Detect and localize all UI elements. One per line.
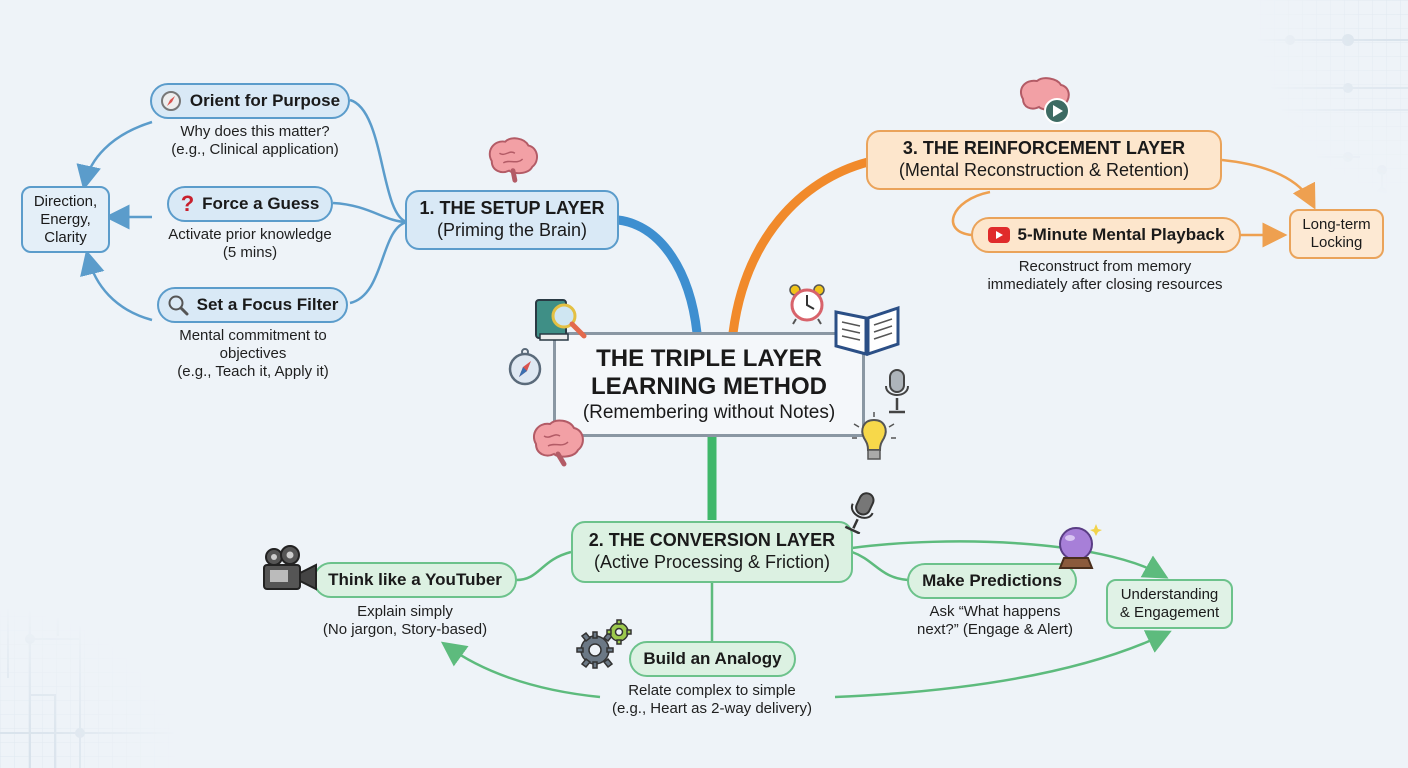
brain-icon	[532, 419, 584, 467]
mental-playback-label: 5-Minute Mental Playback	[1017, 224, 1225, 244]
magnifier-icon	[168, 295, 189, 316]
video-camera-icon	[263, 545, 317, 591]
center-subtitle: (Remembering without Notes)	[582, 402, 836, 424]
conversion-layer-subtitle: (Active Processing & Friction)	[593, 552, 831, 572]
microphone-icon	[844, 492, 875, 534]
microphone-icon	[885, 369, 909, 414]
build-analogy-desc: Relate complex to simple (e.g., Heart as…	[611, 682, 813, 717]
setup-layer-node[interactable]: 1. THE SETUP LAYER (Priming the Brain)	[405, 190, 619, 250]
compass-icon	[160, 91, 181, 111]
make-predictions-desc: Ask “What happens next?” (Engage & Alert…	[917, 603, 1073, 638]
think-like-youtuber-node[interactable]: Think like a YouTuber	[313, 562, 517, 598]
play-button-icon	[987, 227, 1010, 243]
orient-for-purpose-label: Orient for Purpose	[189, 90, 341, 110]
mental-playback-node[interactable]: 5-Minute Mental Playback	[971, 217, 1241, 253]
central-topic[interactable]: THE TRIPLE LAYER LEARNING METHOD (Rememb…	[553, 332, 865, 437]
think-like-youtuber-label: Think like a YouTuber	[328, 569, 502, 589]
brain-icon	[488, 137, 538, 183]
setup-layer-title: 1. THE SETUP LAYER	[419, 198, 605, 219]
set-a-focus-filter-label: Set a Focus Filter	[196, 294, 339, 314]
force-a-guess-node[interactable]: ? Force a Guess	[167, 186, 333, 222]
compass-icon	[508, 348, 542, 386]
open-book-icon	[834, 305, 900, 357]
trunk-setup	[613, 215, 702, 338]
set-a-focus-filter-node[interactable]: Set a Focus Filter	[157, 287, 348, 323]
crystal-ball-icon	[1058, 524, 1102, 569]
setup-layer-subtitle: (Priming the Brain)	[436, 220, 588, 240]
conversion-outcome-node[interactable]: Understanding & Engagement	[1106, 579, 1233, 629]
center-title-line2: LEARNING METHOD	[591, 372, 827, 400]
center-title-line1: THE TRIPLE LAYER	[596, 344, 822, 372]
alarm-clock-icon	[789, 284, 825, 325]
make-predictions-node[interactable]: Make Predictions	[907, 563, 1077, 599]
reinforcement-outcome-node[interactable]: Long-term Locking	[1289, 209, 1384, 259]
build-analogy-node[interactable]: Build an Analogy	[629, 641, 796, 677]
brain-play-icon	[1019, 77, 1070, 124]
force-a-guess-label: Force a Guess	[202, 193, 320, 213]
lightbulb-icon	[852, 412, 896, 460]
conversion-layer-node[interactable]: 2. THE CONVERSION LAYER (Active Processi…	[571, 521, 853, 583]
orient-for-purpose-node[interactable]: Orient for Purpose	[150, 83, 350, 119]
set-a-focus-filter-desc: Mental commitment to objectives (e.g., T…	[177, 327, 329, 380]
trunk-reinforcement	[728, 157, 873, 338]
orient-for-purpose-desc: Why does this matter? (e.g., Clinical ap…	[171, 123, 339, 158]
build-analogy-label: Build an Analogy	[643, 648, 782, 668]
reinforcement-layer-node[interactable]: 3. THE REINFORCEMENT LAYER (Mental Recon…	[866, 130, 1222, 190]
setup-outcome-node[interactable]: Direction, Energy, Clarity	[21, 186, 110, 253]
reinforcement-layer-title: 3. THE REINFORCEMENT LAYER	[902, 138, 1186, 159]
book-magnifier-icon	[535, 299, 587, 341]
reinforcement-layer-subtitle: (Mental Reconstruction & Retention)	[898, 160, 1190, 180]
think-like-youtuber-desc: Explain simply (No jargon, Story-based)	[322, 603, 488, 638]
force-a-guess-desc: Activate prior knowledge (5 mins)	[168, 226, 332, 261]
question-mark-icon: ?	[180, 190, 195, 216]
gears-icon	[576, 619, 632, 669]
make-predictions-label: Make Predictions	[922, 570, 1062, 590]
mental-playback-desc: Reconstruct from memory immediately afte…	[987, 258, 1223, 293]
conversion-layer-title: 2. THE CONVERSION LAYER	[588, 530, 836, 551]
